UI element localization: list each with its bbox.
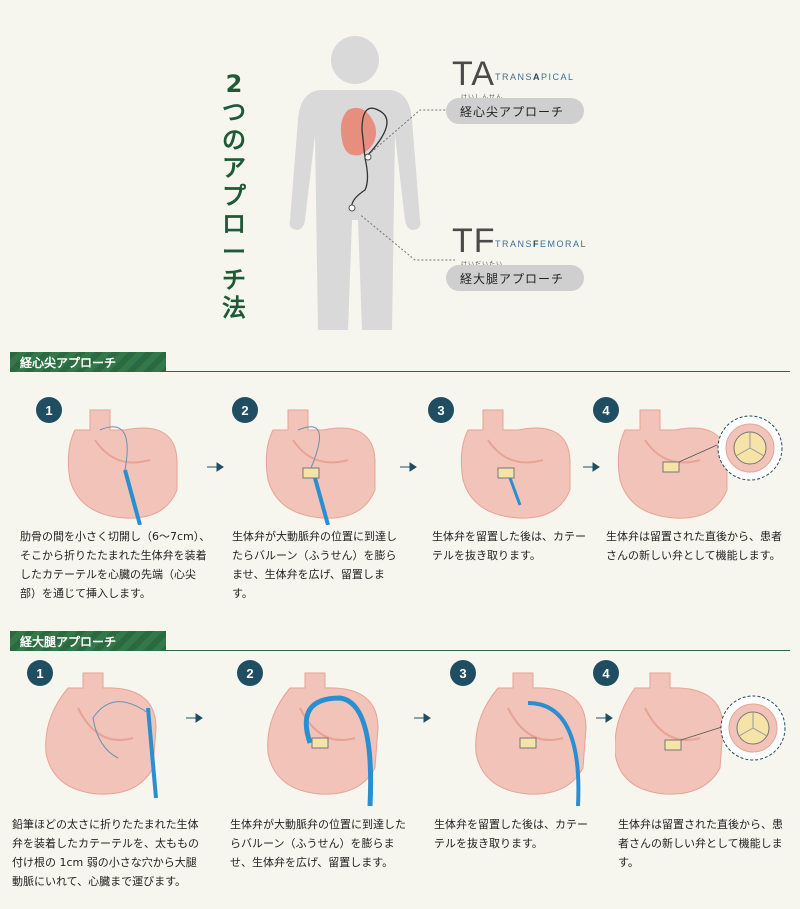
leader-lines bbox=[360, 109, 455, 261]
heart-illustration bbox=[460, 409, 571, 519]
arrow-right-icon bbox=[583, 462, 600, 472]
step-description: 鉛筆ほどの太さに折りたたまれた生体弁を装着したカテーテルを、太ももの付け根の 1… bbox=[12, 818, 199, 888]
step-description: 生体弁は留置された直後から、患者さんの新しい弁として機能します。 bbox=[606, 530, 782, 562]
step-description: 生体弁を留置した後は、カテーテルを抜き取ります。 bbox=[432, 530, 586, 562]
step-number: 1 bbox=[27, 660, 53, 686]
tf-ruby: けいだいたい bbox=[461, 259, 503, 268]
heart-illustration bbox=[617, 409, 783, 519]
step-description: 肋骨の間を小さく切開し（6～7cm）、そこから折りたたまれた生体弁を装着したカテ… bbox=[20, 530, 211, 600]
arrow-right-icon bbox=[186, 713, 203, 723]
ta-full-name: TRANSAPICAL bbox=[495, 72, 575, 82]
tf-label-pill: 経大腿アプローチ bbox=[446, 265, 584, 291]
heart-illustration bbox=[475, 672, 587, 807]
step-number: 3 bbox=[450, 660, 476, 686]
step-number: 3 bbox=[428, 397, 454, 423]
section-divider bbox=[166, 371, 790, 372]
tf-full-name: TRANSFEMORAL bbox=[495, 239, 588, 249]
heart-illustration bbox=[45, 672, 158, 799]
step-description: 生体弁を留置した後は、カテーテルを抜き取ります。 bbox=[434, 818, 588, 850]
section-divider bbox=[166, 650, 790, 651]
step-description: 生体弁が大動脈弁の位置に到達したらバルーン（ふうせん）を膨らませ、生体弁を広げ、… bbox=[230, 818, 406, 869]
heart-icon bbox=[340, 107, 376, 156]
arrow-right-icon bbox=[400, 462, 417, 472]
tf-abbr: TF bbox=[452, 222, 496, 260]
ta-abbr: TA bbox=[452, 55, 495, 93]
heart-illustration bbox=[615, 672, 786, 795]
step-number: 2 bbox=[232, 397, 258, 423]
arrow-right-icon bbox=[596, 713, 613, 723]
heart-illustration bbox=[265, 409, 376, 525]
heart-illustration bbox=[67, 409, 178, 525]
arrow-right-icon bbox=[414, 713, 431, 723]
step-number: 4 bbox=[593, 660, 619, 686]
step-number: 1 bbox=[36, 397, 62, 423]
step-description: 生体弁は留置された直後から、患者さんの新しい弁として機能します。 bbox=[618, 818, 783, 869]
page-title: 2つのアプローチ法 bbox=[222, 70, 246, 322]
human-body-figure bbox=[289, 36, 421, 330]
ta-ruby: けいしんせん bbox=[461, 92, 503, 101]
section-tag-transfemoral: 経大腿アプローチ bbox=[10, 631, 166, 651]
heart-illustration bbox=[267, 672, 379, 807]
arrow-right-icon bbox=[207, 462, 224, 472]
section-tag-transapical: 経心尖アプローチ bbox=[10, 352, 166, 372]
step-description: 生体弁が大動脈弁の位置に到達したらバルーン（ふうせん）を膨らませ、生体弁を広げ、… bbox=[232, 530, 397, 600]
step-number: 2 bbox=[237, 660, 263, 686]
step-number: 4 bbox=[593, 397, 619, 423]
ta-label-pill: 経心尖アプローチ bbox=[446, 98, 584, 124]
